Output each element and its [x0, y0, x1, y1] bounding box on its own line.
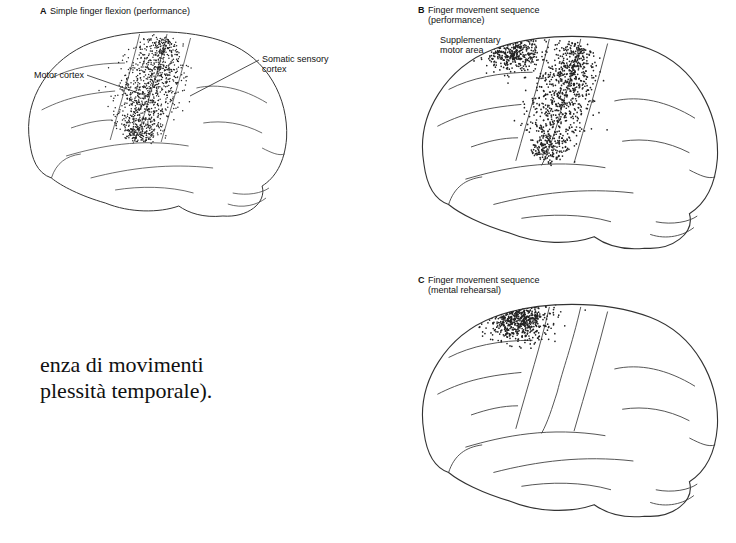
sulcus-line	[622, 408, 689, 421]
sulcus-line	[656, 484, 697, 491]
sulcus-line	[115, 187, 193, 193]
panel-title: Finger movement sequence (performance)	[428, 5, 553, 26]
sulcus-line	[471, 406, 518, 415]
sulcus-line	[493, 459, 633, 473]
sulcus-line	[42, 91, 116, 110]
activation-stipple	[98, 27, 192, 145]
slide-text-fragment: plessità temporale).	[40, 378, 212, 403]
sulcus-line	[437, 104, 521, 126]
sulcus-line	[51, 154, 80, 178]
sulcus-line	[449, 177, 483, 205]
sulcus-line	[203, 122, 262, 133]
sulcus-line	[449, 445, 483, 473]
panel-letter: B	[418, 5, 425, 15]
sulcus-line	[614, 99, 695, 118]
sulcus-line	[465, 432, 605, 447]
leader-line	[87, 75, 150, 97]
sulcus-line	[228, 198, 266, 206]
sulcus-line	[465, 164, 605, 179]
sulcus-line	[516, 39, 550, 161]
panel-title: Finger movement sequence (mental rehears…	[428, 275, 558, 296]
sulcus-line	[689, 170, 715, 178]
sulcus-line	[650, 228, 694, 237]
brain-drawing	[423, 287, 718, 516]
sulcus-line	[521, 215, 611, 222]
leader-line	[190, 60, 259, 96]
sulcus-line	[449, 72, 533, 89]
panel-title: Simple finger flexion (performance)	[50, 6, 190, 16]
sulcus-line	[262, 148, 285, 155]
part-label: Supplementary motor area	[440, 35, 510, 56]
activation-stipple	[473, 287, 586, 349]
part-label: Somatic sensory cortex	[262, 54, 334, 75]
sulcus-line	[161, 38, 190, 142]
sulcus-line	[449, 340, 533, 357]
part-label: Motor cortex	[34, 70, 84, 80]
sulcus-line	[542, 39, 581, 165]
sulcus-line	[71, 120, 112, 128]
sulcus-line	[650, 496, 694, 505]
sulcus-line	[622, 140, 689, 153]
brain-drawing	[423, 23, 718, 249]
sulcus-line	[110, 34, 139, 140]
sulcus-line	[574, 44, 608, 164]
sulcus-line	[471, 138, 518, 147]
sulcus-line	[66, 143, 189, 156]
sulcus-line	[196, 86, 267, 103]
sulcus-line	[656, 216, 697, 223]
slide-text-fragment: enza di movimenti	[40, 352, 204, 377]
sulcus-line	[614, 367, 695, 386]
sulcus-line	[574, 312, 608, 432]
brain-outline	[423, 304, 718, 516]
brain-outline	[423, 36, 718, 248]
sulcus-line	[542, 307, 581, 434]
panel-letter: A	[40, 6, 47, 16]
sulcus-line	[689, 438, 715, 446]
sulcus-line	[233, 188, 269, 194]
leader-line	[513, 46, 530, 62]
sulcus-line	[493, 191, 633, 205]
panel-letter: C	[418, 275, 425, 285]
sulcus-line	[516, 307, 550, 429]
brain-outline	[29, 32, 287, 217]
brain-drawing	[29, 27, 287, 217]
sulcus-line	[437, 372, 521, 394]
sulcus-line	[133, 34, 167, 144]
sulcus-line	[91, 166, 214, 178]
sulcus-line	[521, 483, 611, 490]
